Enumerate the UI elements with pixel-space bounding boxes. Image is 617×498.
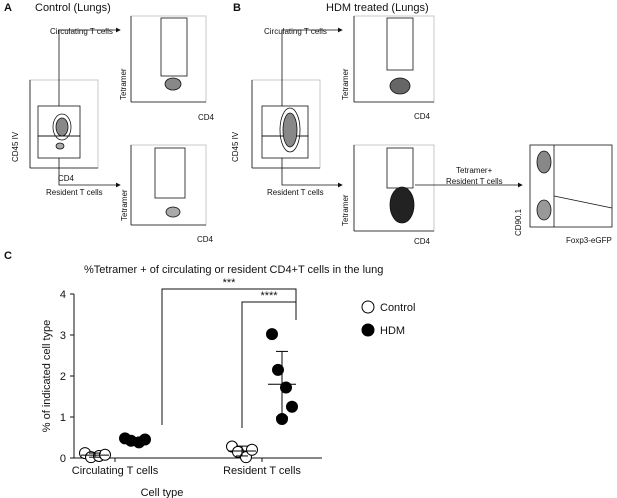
data-point-hdm <box>139 433 151 446</box>
sig-bracket <box>241 301 297 428</box>
y-tick-label: 2 <box>60 371 66 383</box>
panel-letter-a: A <box>4 2 12 14</box>
gate-tetramer-a1 <box>160 17 188 77</box>
data-point-hdm <box>286 400 298 413</box>
panel-letter-c: C <box>4 250 12 262</box>
data-point-control <box>246 443 258 456</box>
cd4-axis-b2: CD4 <box>414 237 431 246</box>
cd4-axis-a1: CD4 <box>198 113 215 122</box>
panel-b-title: HDM treated (Lungs) <box>326 2 429 14</box>
sig-bracket <box>161 288 297 425</box>
resident-label-b: Resident T cells <box>267 188 324 197</box>
cd4-axis-a-main: CD4 <box>58 174 75 183</box>
resident-label-a: Resident T cells <box>46 188 103 197</box>
panel-letter-b: B <box>233 2 241 14</box>
gate-tetramer-a2 <box>154 147 186 199</box>
sig-label: *** <box>223 277 237 289</box>
data-point-hdm <box>272 363 284 376</box>
y-tick-label: 3 <box>60 330 66 342</box>
y-axis-label: % of indicated cell type <box>41 320 53 433</box>
legend-marker-hdm <box>361 323 375 337</box>
legend-marker-control <box>361 300 375 314</box>
y-tick-label: 4 <box>60 289 66 301</box>
legend-label-control: Control <box>380 302 415 314</box>
tetramer-resident-label: Resident T cells <box>446 177 503 186</box>
legend-label-hdm: HDM <box>380 325 405 337</box>
data-point-hdm <box>280 381 292 394</box>
circulating-label-a: Circulating T cells <box>50 27 113 36</box>
circulating-label-b: Circulating T cells <box>264 27 327 36</box>
sig-label: **** <box>260 290 278 302</box>
cd4-axis-b1: CD4 <box>414 112 431 121</box>
cd4-axis-a2: CD4 <box>197 235 214 244</box>
x-tick-label: Circulating T cells <box>72 465 159 477</box>
y-tick-label: 1 <box>60 412 66 424</box>
foxp3-axis: Foxp3-eGFP <box>566 236 612 245</box>
x-tick-label: Resident T cells <box>223 465 301 477</box>
x-axis-label: Cell type <box>141 487 184 498</box>
tetramer-plus-label: Tetramer+ <box>456 166 493 175</box>
data-point-hdm <box>266 328 278 341</box>
panel-c-title: %Tetramer + of circulating or resident C… <box>84 264 384 276</box>
y-tick-label: 0 <box>60 453 66 465</box>
panel-a-title: Control (Lungs) <box>35 2 111 14</box>
flow-cytometry-panels <box>29 15 613 232</box>
